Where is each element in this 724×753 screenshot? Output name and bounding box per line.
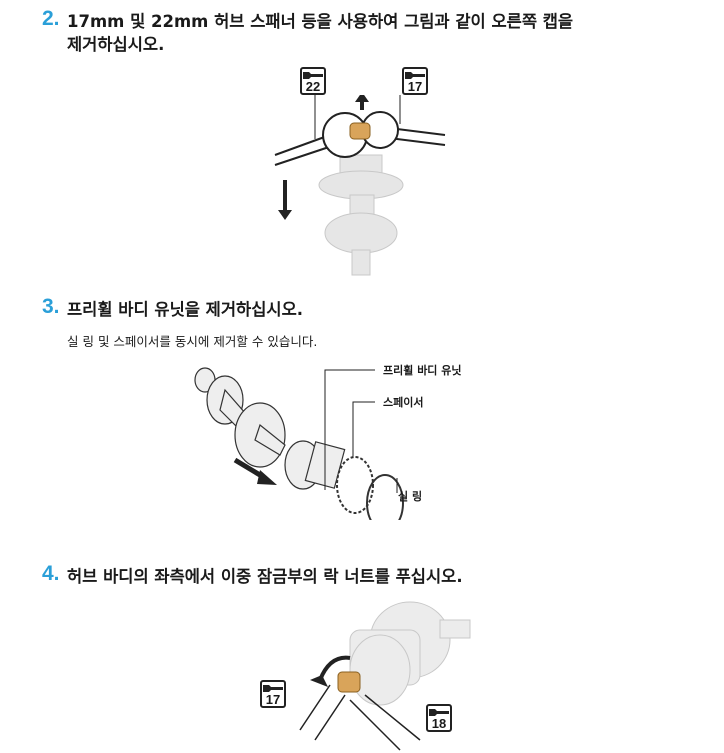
rotate-arrow-icon (310, 675, 328, 687)
step-title-line2: 제거하십시오. (67, 35, 165, 54)
up-arrow-icon (355, 95, 369, 110)
wrench-icon (263, 685, 283, 692)
step-title-line1: 17mm 및 22mm 허브 스패너 등을 사용하여 그림과 같이 오른쪽 캡을 (67, 12, 574, 31)
direction-arrow-icon (257, 470, 277, 485)
spanner-18mm-badge: 18 (426, 704, 452, 732)
step-number: 3. (42, 295, 60, 318)
wrench-icon (405, 72, 425, 79)
step3-illustration (194, 367, 404, 520)
step-number: 2. (42, 7, 60, 30)
spanner-17mm-badge: 17 (260, 680, 286, 708)
spanner-22mm-badge: 22 (300, 67, 326, 95)
step2-illustration (274, 95, 446, 276)
label-seal-ring: 실 링 (398, 490, 423, 503)
wrench-icon (429, 709, 449, 716)
step-title: 허브 바디의 좌측에서 이중 잠금부의 락 너트를 푸십시오. (67, 567, 463, 586)
wrench-icon (303, 72, 323, 79)
step-note: 실 링 및 스페이서를 동시에 제거할 수 있습니다. (67, 334, 318, 349)
step-number: 4. (42, 562, 60, 585)
down-arrow-icon (278, 180, 292, 220)
label-freewheel-body: 프리휠 바디 유닛 (383, 364, 462, 377)
label-spacer: 스페이서 (383, 396, 424, 409)
step4-illustration (299, 601, 471, 751)
step-title: 프리휠 바디 유닛을 제거하십시오. (67, 300, 304, 319)
spanner-17mm-badge: 17 (402, 67, 428, 95)
